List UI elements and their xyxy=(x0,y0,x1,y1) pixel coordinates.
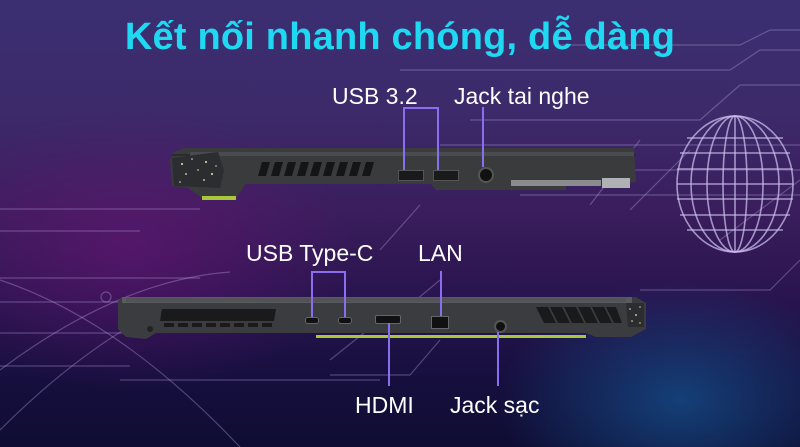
leader-hdmi xyxy=(388,323,390,386)
leader-usb-c-bracket-top xyxy=(311,271,346,273)
headphone-jack-port xyxy=(478,167,494,183)
usb-a-port-1 xyxy=(398,170,424,181)
label-usb-3-2: USB 3.2 xyxy=(332,83,418,109)
label-usb-type-c: USB Type-C xyxy=(246,240,374,266)
usb-c-port-2 xyxy=(338,317,352,324)
leader-headphone xyxy=(482,107,484,167)
leader-usb-bracket-top xyxy=(403,107,439,109)
label-headphone-jack: Jack tai nghe xyxy=(454,83,590,109)
leader-usb-c-1 xyxy=(311,271,313,317)
dc-in-port xyxy=(494,320,507,333)
lan-port xyxy=(431,316,449,329)
usb-a-port-2 xyxy=(433,170,459,181)
label-hdmi: HDMI xyxy=(355,392,414,418)
leader-charging-jack xyxy=(497,332,499,386)
leader-usb-c-2 xyxy=(344,271,346,317)
page-title: Kết nối nhanh chóng, dễ dàng xyxy=(124,16,676,58)
leader-usb-1 xyxy=(403,107,405,170)
label-lan: LAN xyxy=(418,240,463,266)
leader-lan xyxy=(440,271,442,316)
globe-icon xyxy=(676,115,794,253)
usb-c-port-1 xyxy=(305,317,319,324)
leader-usb-2 xyxy=(437,107,439,170)
label-charging-jack: Jack sạc xyxy=(450,392,540,418)
